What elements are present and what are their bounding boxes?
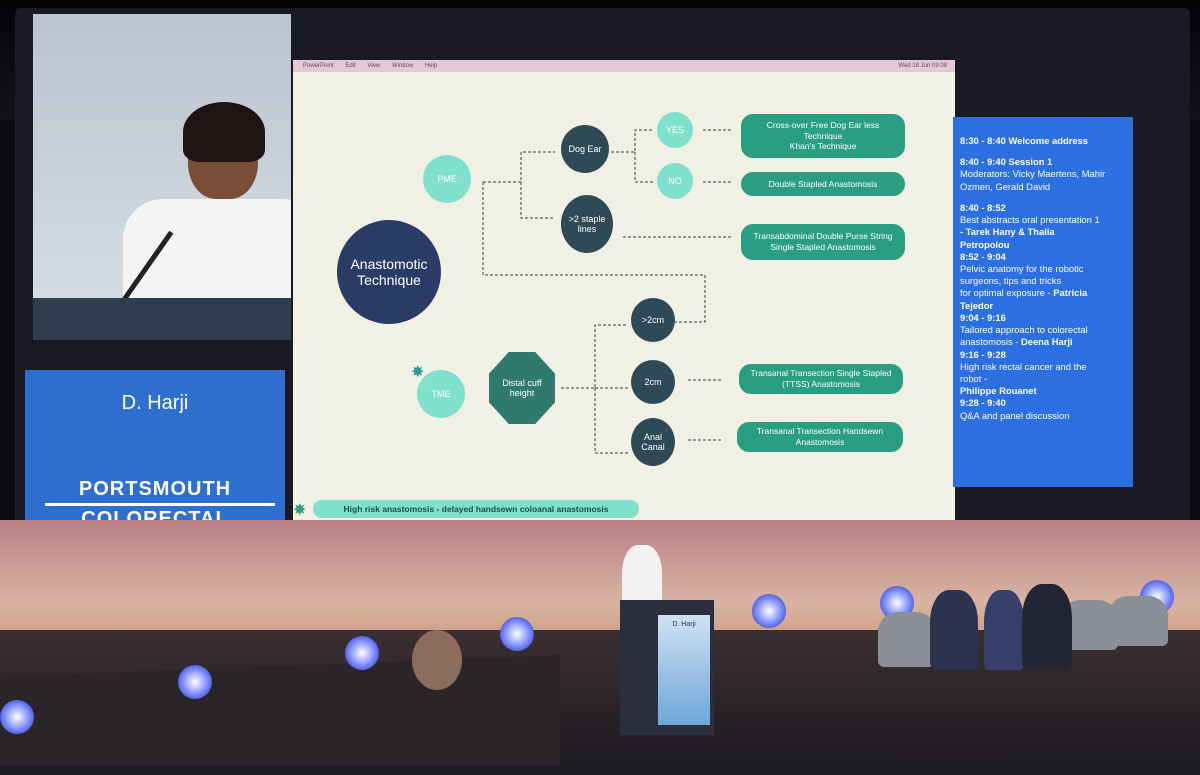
schedule-desc-5: Q&A and panel discussion [960,409,1070,421]
logo-text-portsmouth: PORTSMOUTH [78,478,232,500]
node-no: NO [657,163,693,199]
panelist-figure [930,590,978,670]
schedule-moderators-1: Moderators: Vicky Maertens, Mahir [960,168,1106,180]
flowchart-connectors [482,129,733,454]
outcome-ttss: Transanal Transection Single Stapled (TT… [739,364,903,394]
node-anal-canal: Anal Canal [631,418,675,466]
menu-item-view[interactable]: View [367,63,381,69]
menu-item-edit[interactable]: Edit [345,63,356,69]
stage-light-icon [345,636,379,670]
presentation-slide: PowerPoint Edit View Window Help Wed 18 … [293,60,955,522]
app-menubar: PowerPoint Edit View Window Help Wed 18 … [293,60,955,72]
schedule-desc-3a: Tailored approach to colorectal [960,324,1088,336]
connector-pme-dogear [483,151,555,183]
connector-cuff-anal [594,388,628,454]
stage-light-icon [752,594,786,628]
connector-pme-gt2cm [482,182,706,323]
outcome-handsewn: Transanal Transection Handsewn Anastomos… [737,422,903,452]
stage-light-icon [0,700,34,734]
panel-chair [1108,596,1168,646]
menu-item-window[interactable]: Window [391,63,414,69]
lectern-screen-name: D. Harji [672,621,696,628]
speaker-name: D. Harji [121,392,189,414]
connector-pme-staple [520,182,555,219]
lectern-screen: D. Harji [658,615,710,725]
schedule-desc-2c: for optimal exposure - Patricia [960,287,1127,299]
schedule-welcome: 8:30 - 8:40 Welcome address [960,135,1089,146]
logo-divider [45,503,275,506]
speaker-hair [183,102,265,162]
schedule-desc-3b: anastomosis - Deena Harji [960,336,1127,348]
schedule-desc-2c-text: for optimal exposure - [960,287,1051,299]
star-icon-footer: ✸ [293,502,307,519]
panelist-figure [1022,584,1072,669]
outcome-crossover: Cross-over Free Dog Ear less Technique K… [741,114,905,158]
schedule-moderators-2: Ozmen, Gerald David [960,180,1051,192]
schedule-time-3: 9:04 - 9:16 [960,311,1006,323]
speaker-body [123,199,291,299]
node-tme: TME [417,370,465,418]
connector-cuff-gt2cm [561,324,628,389]
schedule-desc-3b-text: anastomosis - [960,336,1019,348]
node-2cm: 2cm [631,360,675,404]
connector-dogear-no [634,152,653,183]
schedule-speaker-2b: Tejedor [960,299,994,311]
flower-arrangement [412,630,462,690]
schedule-session-title: 8:40 - 9:40 Session 1 [960,156,1053,168]
schedule-speaker-3: Deena Harji [1020,336,1073,348]
menu-item-help[interactable]: Help [424,63,438,69]
outcome-transabdominal: Transabdominal Double Purse String Singl… [741,224,905,260]
schedule-speaker-4: Philippe Rouanet [960,385,1037,397]
outcome-double-stapled: Double Stapled Anastomosis [741,172,905,196]
node-pme: PME [423,155,471,203]
schedule-desc-4b: robot - [960,373,1127,385]
star-icon: ✸ [411,364,425,381]
schedule-desc-4a: High risk rectal cancer and the [960,360,1087,372]
menubar-clock: Wed 18 Jun 09:09 [898,63,947,69]
node-staple-lines: >2 staple lines [561,195,613,253]
schedule-desc-4b-text: robot - [960,372,988,384]
outcome-crossover-line2: Technique [803,130,843,141]
schedule-desc-2a: Pelvic anatomy for the robotic [960,262,1084,274]
outcome-crossover-line3: Khan's Technique [789,141,857,152]
schedule-speaker-2a: Patricia [1053,287,1088,299]
stage-light-icon [500,617,534,651]
stage-light-icon [178,665,212,699]
schedule-time-1: 8:40 - 8:52 [960,201,1006,213]
schedule-desc-2b: surgeons, tips and tricks [960,275,1062,287]
panel-chair [878,612,936,667]
schedule-time-5: 9:28 - 9:40 [960,397,1006,409]
node-gt2cm: >2cm [631,298,675,342]
schedule-time-2: 8:52 - 9:04 [960,250,1006,262]
schedule-speaker-1a: - Tarek Hany & Thalia [960,226,1055,238]
menu-item-app[interactable]: PowerPoint [303,63,334,69]
schedule-speaker-1b: Petropolou [960,238,1010,250]
panelist-figure [984,590,1024,670]
node-anastomotic-technique: Anastomotic Technique [337,220,441,324]
schedule-time-4: 9:16 - 9:28 [960,348,1006,360]
footer-note: High risk anastomosis - delayed handsewn… [313,500,639,518]
node-dog-ear: Dog Ear [561,125,609,173]
speaker-video-feed [33,14,291,299]
connector-dogear-yes [611,129,653,153]
node-distal-cuff-height: Distal cuff height [489,352,555,424]
video-podium-strip [33,298,291,340]
outcome-crossover-line1: Cross-over Free Dog Ear less [766,120,880,131]
session-schedule-panel: 8:30 - 8:40 Welcome address 8:40 - 9:40 … [953,117,1133,487]
node-yes: YES [657,112,693,148]
schedule-desc-1: Best abstracts oral presentation 1 [960,214,1100,226]
